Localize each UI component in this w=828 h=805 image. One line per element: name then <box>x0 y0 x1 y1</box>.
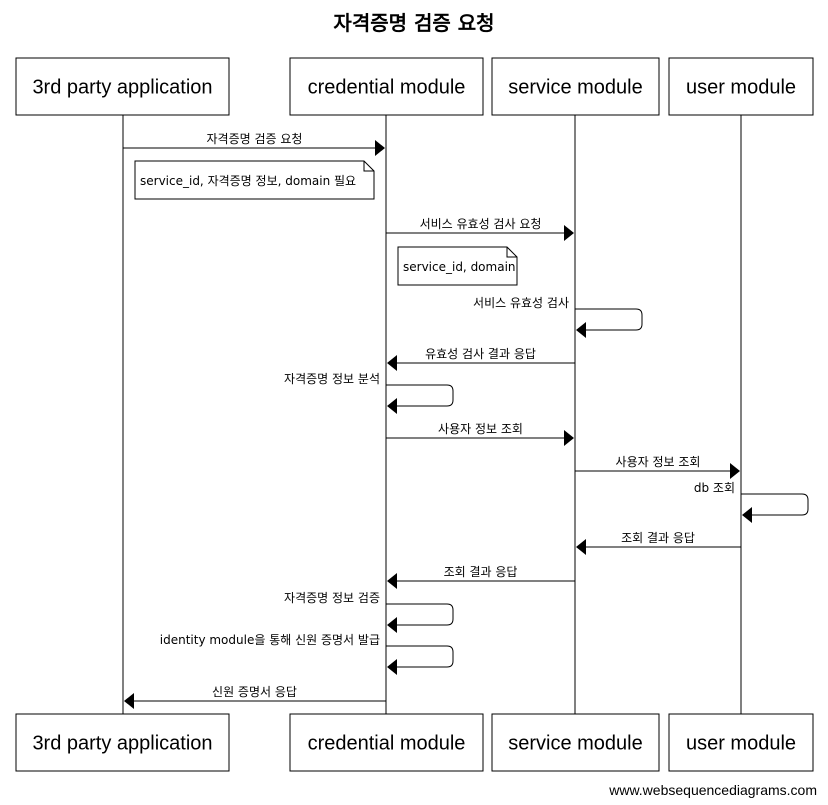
actor-label-cred-bottom: credential module <box>308 733 466 755</box>
diagram-title: 자격증명 검증 요청 <box>333 11 494 35</box>
message-label: 사용자 정보 조회 <box>616 455 701 469</box>
arrowhead <box>387 617 397 633</box>
actor-box-svc-bottom <box>491 713 660 772</box>
diagram-body: 3rd party application 3rd party applicati… <box>15 57 814 772</box>
actor-box-app-top <box>15 57 230 116</box>
arrowhead <box>387 573 397 589</box>
note-label: service_id, 자격증명 정보, domain 필요 <box>140 174 356 188</box>
arrowhead <box>564 225 574 241</box>
arrowhead <box>576 322 586 338</box>
message-label: 신원 증명서 응답 <box>212 685 297 699</box>
actor-label-svc-bottom: service module <box>508 733 643 755</box>
arrowhead <box>387 355 397 371</box>
self-message-arrow <box>741 493 809 516</box>
message-label: 자격증명 정보 검증 <box>284 591 380 605</box>
actor-box-app-bottom <box>15 713 230 772</box>
actor-box-svc-top <box>491 57 660 116</box>
note-fold <box>363 161 374 172</box>
arrowhead <box>387 659 397 675</box>
message-label: 사용자 정보 조회 <box>438 422 523 436</box>
actor-label-app-top: 3rd party application <box>32 77 212 99</box>
arrowhead <box>564 430 574 446</box>
note-label: service_id, domain <box>403 260 516 274</box>
note-fold <box>506 247 517 258</box>
arrowhead <box>742 507 752 523</box>
self-message-arrow <box>386 603 454 626</box>
actor-label-user-top: user module <box>686 77 796 99</box>
message-label: 서비스 유효성 검사 요청 <box>420 217 542 231</box>
actor-box-cred-top <box>289 57 484 116</box>
self-message-arrow <box>386 645 454 668</box>
message-label: identity module을 통해 신원 증명서 발급 <box>160 633 380 647</box>
actor-box-user-bottom <box>668 713 814 772</box>
arrowhead <box>730 463 740 479</box>
footer-credit: www.websequencediagrams.com <box>608 782 817 798</box>
actor-label-svc-top: service module <box>508 77 643 99</box>
message-label: 자격증명 검증 요청 <box>207 132 303 146</box>
actor-label-app-bottom: 3rd party application <box>32 733 212 755</box>
note-box <box>397 246 518 286</box>
arrowhead <box>124 693 134 709</box>
message-label: 조회 결과 응답 <box>444 565 518 579</box>
self-message-arrow <box>575 308 643 331</box>
self-message-arrow <box>386 384 454 407</box>
message-label: 유효성 검사 결과 응답 <box>425 347 536 361</box>
message-label: db 조회 <box>694 481 735 495</box>
actor-label-user-bottom: user module <box>686 733 796 755</box>
note-box <box>134 160 375 200</box>
message-label: 서비스 유효성 검사 <box>473 296 569 310</box>
arrowhead <box>576 539 586 555</box>
actor-label-cred-top: credential module <box>308 77 466 99</box>
message-label: 자격증명 정보 분석 <box>284 372 380 386</box>
arrowhead <box>375 140 385 156</box>
actor-box-user-top <box>668 57 814 116</box>
message-label: 조회 결과 응답 <box>621 531 695 545</box>
arrowhead <box>387 398 397 414</box>
actor-box-cred-bottom <box>289 713 484 772</box>
